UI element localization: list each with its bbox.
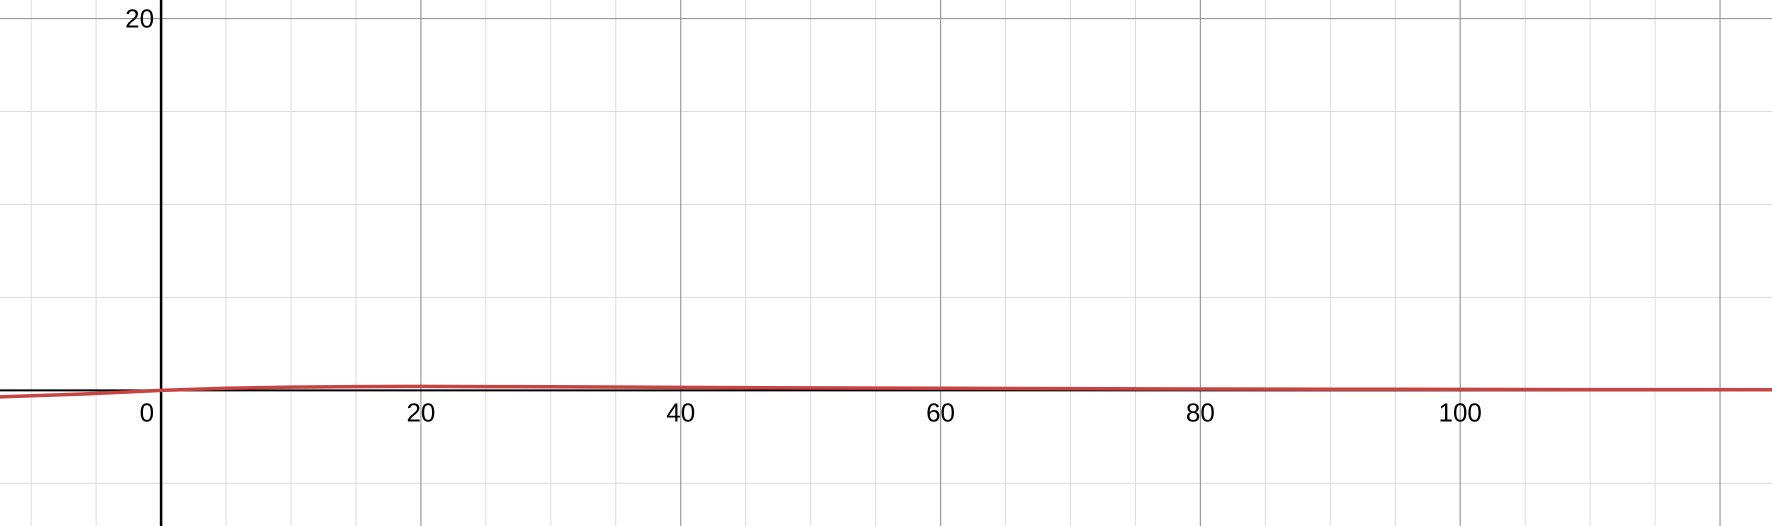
- series-curve-0[interactable]: [0, 384, 1772, 399]
- y-tick-label: 20: [125, 4, 154, 34]
- x-tick-label: 40: [666, 397, 695, 427]
- x-tick-label: 0: [140, 397, 154, 427]
- x-tick-label: 100: [1439, 397, 1482, 427]
- x-tick-label: 60: [926, 397, 955, 427]
- curves: [0, 384, 1772, 399]
- x-tick-label: 20: [406, 397, 435, 427]
- tick-labels: 0 20 40 60 80 100 20: [125, 4, 1482, 428]
- x-tick-label: 80: [1186, 397, 1215, 427]
